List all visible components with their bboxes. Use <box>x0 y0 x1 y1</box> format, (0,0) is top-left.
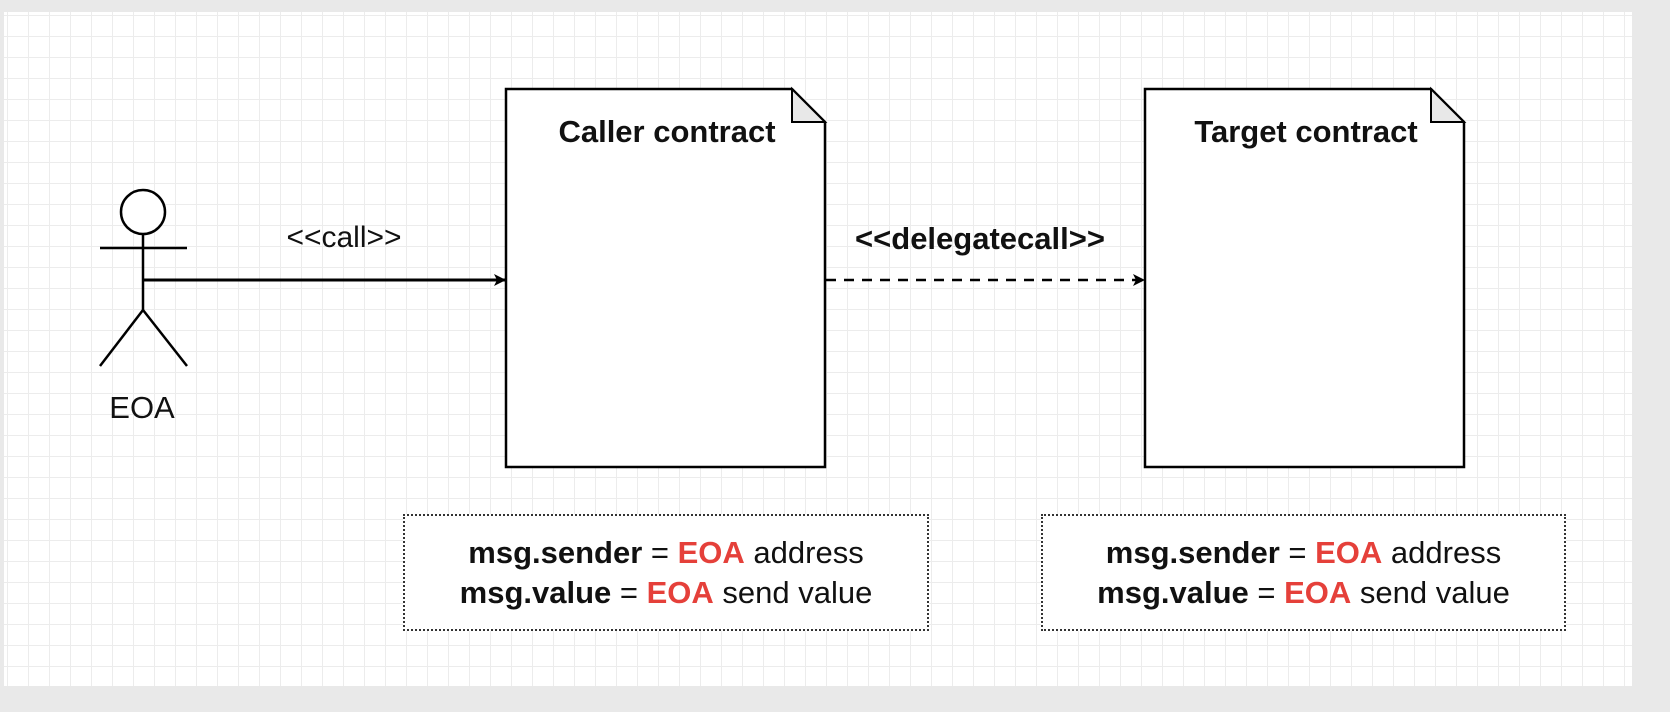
delegatecall-label: <<delegatecall>> <box>855 221 1105 256</box>
eoa-actor-icon <box>99 188 188 367</box>
target-note-line-value: msg.value = EOA send value <box>1097 574 1510 610</box>
target-note-line-sender: msg.sender = EOA address <box>1105 534 1502 570</box>
actor-label: EOA <box>109 390 175 425</box>
caller-note-line-sender: msg.sender = EOA address <box>468 534 864 570</box>
target-contract-title: Target contract <box>1194 114 1417 149</box>
caller-note-line-value: msg.value = EOA send value <box>459 574 873 610</box>
call-label: <<call>> <box>286 221 401 254</box>
caller-contract-title: Caller contract <box>558 114 775 149</box>
caller-contract-box <box>504 86 828 469</box>
target-context-note: msg.sender = EOA address msg.value = EOA… <box>1041 514 1566 631</box>
caller-context-note: msg.sender = EOA address msg.value = EOA… <box>403 514 929 631</box>
target-contract-box <box>1143 86 1467 469</box>
